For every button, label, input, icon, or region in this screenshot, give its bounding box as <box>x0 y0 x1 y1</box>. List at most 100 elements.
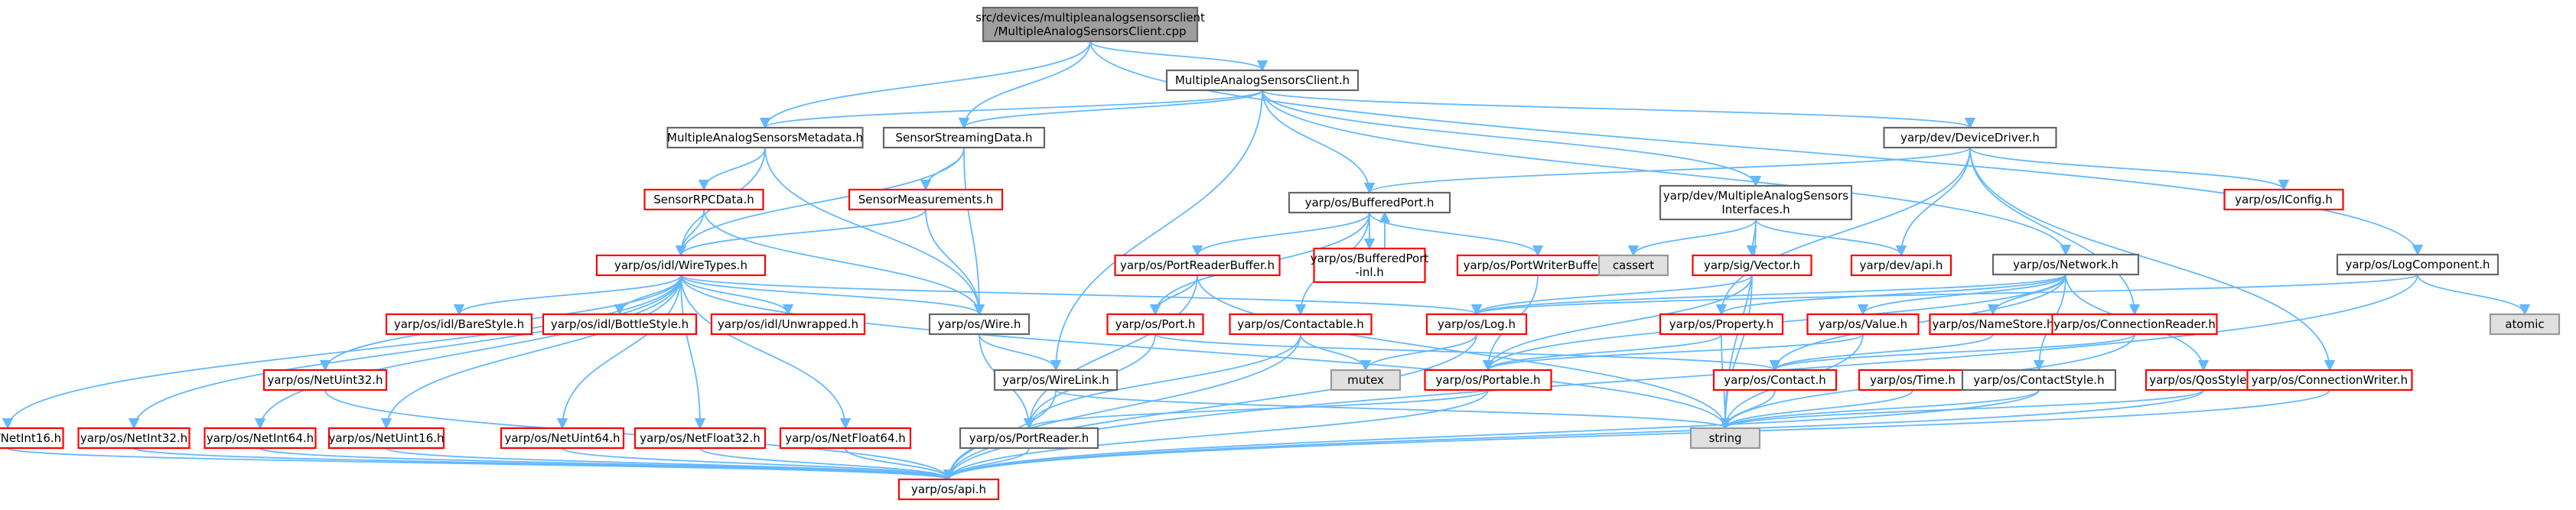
node-value_h[interactable]: yarp/os/Value.h <box>1806 313 1920 336</box>
node-label-connreader_h-line-0: yarp/os/ConnectionReader.h <box>2053 317 2216 331</box>
node-label-contact_h-line-0: yarp/os/Contact.h <box>1724 373 1826 387</box>
node-wire_h[interactable]: yarp/os/Wire.h <box>928 313 1031 336</box>
node-qosstyle_h[interactable]: yarp/os/QosStyle.h <box>2144 369 2262 391</box>
node-vector_h[interactable]: yarp/sig/Vector.h <box>1692 254 1812 277</box>
node-log_h[interactable]: yarp/os/Log.h <box>1425 313 1528 336</box>
node-barestyle_h[interactable]: yarp/os/idl/BareStyle.h <box>385 313 533 336</box>
node-box-vector_h <box>1692 254 1812 277</box>
edge-network_h-to-property_h <box>1716 274 2066 316</box>
node-label-rpcdata_h-line-0: SensorRPCData.h <box>653 193 754 206</box>
node-netuint32_h[interactable]: yarp/os/NetUint32.h <box>262 369 388 391</box>
node-label-atomic-line-0: atomic <box>2505 317 2544 331</box>
node-measure_h[interactable]: SensorMeasurements.h <box>848 188 1004 211</box>
node-iconfig_h[interactable]: yarp/os/IConfig.h <box>2223 188 2344 211</box>
node-label-connwriter_h-line-0: yarp/os/ConnectionWriter.h <box>2252 373 2408 387</box>
edge-wiretypes_h-to-netfloat64_h <box>680 274 852 430</box>
node-box-iconfig_h <box>2223 188 2344 211</box>
node-portreader_h[interactable]: yarp/os/PortReader.h <box>959 427 1099 450</box>
node-wirelink_h[interactable]: yarp/os/WireLink.h <box>993 369 1119 391</box>
node-label-port_h-line-0: yarp/os/Port.h <box>1115 317 1196 331</box>
node-box-ssd_h <box>882 126 1046 149</box>
node-devdriver_h[interactable]: yarp/dev/DeviceDriver.h <box>1883 126 2057 149</box>
node-box-rpcdata_h <box>643 188 764 211</box>
node-label-masm_h-line-0: MultipleAnalogSensorsMetadata.h <box>667 131 863 145</box>
node-box-netint64_h <box>204 427 317 450</box>
node-netfloat32_h[interactable]: yarp/os/NetFloat32.h <box>633 427 767 450</box>
edge-bufport_h-to-pwbuf_h <box>1369 212 1544 257</box>
edge-wire_h-to-wirelink_h <box>979 333 1062 372</box>
node-box-wiretypes_h <box>595 254 767 277</box>
node-label-netint16_h-line-0: yarp/os/NetInt16.h <box>0 431 61 445</box>
node-network_h[interactable]: yarp/os/Network.h <box>1991 253 2140 276</box>
node-prbuf_h[interactable]: yarp/os/PortReaderBuffer.h <box>1114 254 1281 277</box>
node-contactable_h[interactable]: yarp/os/Contactable.h <box>1229 313 1373 336</box>
node-netint64_h[interactable]: yarp/os/NetInt64.h <box>204 427 317 450</box>
node-label-contactable_h-line-0: yarp/os/Contactable.h <box>1237 317 1364 331</box>
node-label-prbuf_h-line-0: yarp/os/PortReaderBuffer.h <box>1120 258 1275 272</box>
node-box-contact_h <box>1712 369 1838 391</box>
edge-connwriter_h-to-api_h <box>943 389 2330 481</box>
node-connwriter_h[interactable]: yarp/os/ConnectionWriter.h <box>2246 369 2413 391</box>
node-label-wirelink_h-line-0: yarp/os/WireLink.h <box>1002 373 1109 387</box>
node-wiretypes_h[interactable]: yarp/os/idl/WireTypes.h <box>595 254 767 277</box>
edge-masm_h-to-rpcdata_h <box>698 147 766 191</box>
node-bufport_h[interactable]: yarp/os/BufferedPort.h <box>1288 191 1451 214</box>
node-label-root-line-1: /MultipleAnalogSensorsClient.cpp <box>994 24 1186 38</box>
node-connreader_h[interactable]: yarp/os/ConnectionReader.h <box>2051 313 2218 336</box>
node-cassert: cassert <box>1597 254 1669 277</box>
node-box-bpinl_h <box>1313 247 1426 284</box>
node-atomic: atomic <box>2489 313 2561 336</box>
node-string: string <box>1689 427 1761 450</box>
node-property_h[interactable]: yarp/os/Property.h <box>1659 313 1784 336</box>
node-devapi_h[interactable]: yarp/dev/api.h <box>1850 254 1952 277</box>
node-portable_h[interactable]: yarp/os/Portable.h <box>1424 369 1552 391</box>
node-pwbuf_h[interactable]: yarp/os/PortWriterBuffer.h <box>1456 254 1620 277</box>
node-box-wirelink_h <box>993 369 1119 391</box>
edge-contactable_h-to-api_h <box>943 333 1301 481</box>
node-unwrapped_h[interactable]: yarp/os/idl/Unwrapped.h <box>710 313 866 336</box>
edge-portreader_h-to-api_h <box>943 447 1030 481</box>
node-label-netint64_h-line-0: yarp/os/NetInt64.h <box>207 431 314 445</box>
node-netint32_h[interactable]: yarp/os/NetInt32.h <box>77 427 191 450</box>
node-mutex: mutex <box>1330 369 1402 391</box>
node-label-masi_h-line-0: yarp/dev/MultipleAnalogSensors <box>1663 189 1848 203</box>
node-masc_h[interactable]: MultipleAnalogSensorsClient.h <box>1165 69 1360 92</box>
node-label-time_h-line-0: yarp/os/Time.h <box>1870 373 1956 387</box>
node-box-devdriver_h <box>1883 126 2057 149</box>
node-box-property_h <box>1659 313 1784 336</box>
node-box-bottlestyle_h <box>542 313 698 336</box>
node-label-netint32_h-line-0: yarp/os/NetInt32.h <box>80 431 187 445</box>
node-box-portreader_h <box>959 427 1099 450</box>
node-bpinl_h[interactable]: yarp/os/BufferedPort-inl.h <box>1311 247 1429 284</box>
node-label-bpinl_h-line-0: yarp/os/BufferedPort <box>1311 252 1429 265</box>
node-contact_h[interactable]: yarp/os/Contact.h <box>1712 369 1838 391</box>
edge-measure_h-to-wire_h <box>925 209 985 316</box>
node-netfloat64_h[interactable]: yarp/os/NetFloat64.h <box>779 427 912 450</box>
node-masi_h[interactable]: yarp/dev/MultipleAnalogSensorsInterfaces… <box>1659 184 1853 221</box>
edge-log_h-to-mutex <box>1360 333 1477 372</box>
node-box-qosstyle_h <box>2144 369 2262 391</box>
node-namestore_h[interactable]: yarp/os/NameStore.h <box>1929 313 2057 336</box>
node-box-unwrapped_h <box>710 313 866 336</box>
node-time_h[interactable]: yarp/os/Time.h <box>1858 369 1968 391</box>
edge-prbuf_h-to-portreader_h <box>1023 274 1198 430</box>
node-port_h[interactable]: yarp/os/Port.h <box>1106 313 1204 336</box>
node-api_h[interactable]: yarp/os/api.h <box>897 478 1000 501</box>
node-rpcdata_h[interactable]: SensorRPCData.h <box>643 188 764 211</box>
node-box-netint32_h <box>77 427 191 450</box>
node-ssd_h[interactable]: SensorStreamingData.h <box>882 126 1046 149</box>
node-label-vector_h-line-0: yarp/sig/Vector.h <box>1704 258 1800 272</box>
node-contactstyle_h[interactable]: yarp/os/ContactStyle.h <box>1961 369 2117 391</box>
node-netuint16_h[interactable]: yarp/os/NetUint16.h <box>327 427 445 450</box>
node-label-masi_h-line-1: Interfaces.h <box>1721 203 1790 216</box>
edge-namestore_h-to-contact_h <box>1769 333 1994 372</box>
node-netint16_h[interactable]: yarp/os/NetInt16.h <box>0 427 64 450</box>
node-netuint64_h[interactable]: yarp/os/NetUint64.h <box>500 427 625 450</box>
node-masm_h[interactable]: MultipleAnalogSensorsMetadata.h <box>666 126 864 149</box>
edge-value_h-to-portable_h <box>1483 333 1864 372</box>
node-box-measure_h <box>848 188 1004 211</box>
node-bottlestyle_h[interactable]: yarp/os/idl/BottleStyle.h <box>542 313 698 336</box>
node-logcomp_h[interactable]: yarp/os/LogComponent.h <box>2336 253 2499 276</box>
node-box-netint16_h <box>0 427 64 450</box>
